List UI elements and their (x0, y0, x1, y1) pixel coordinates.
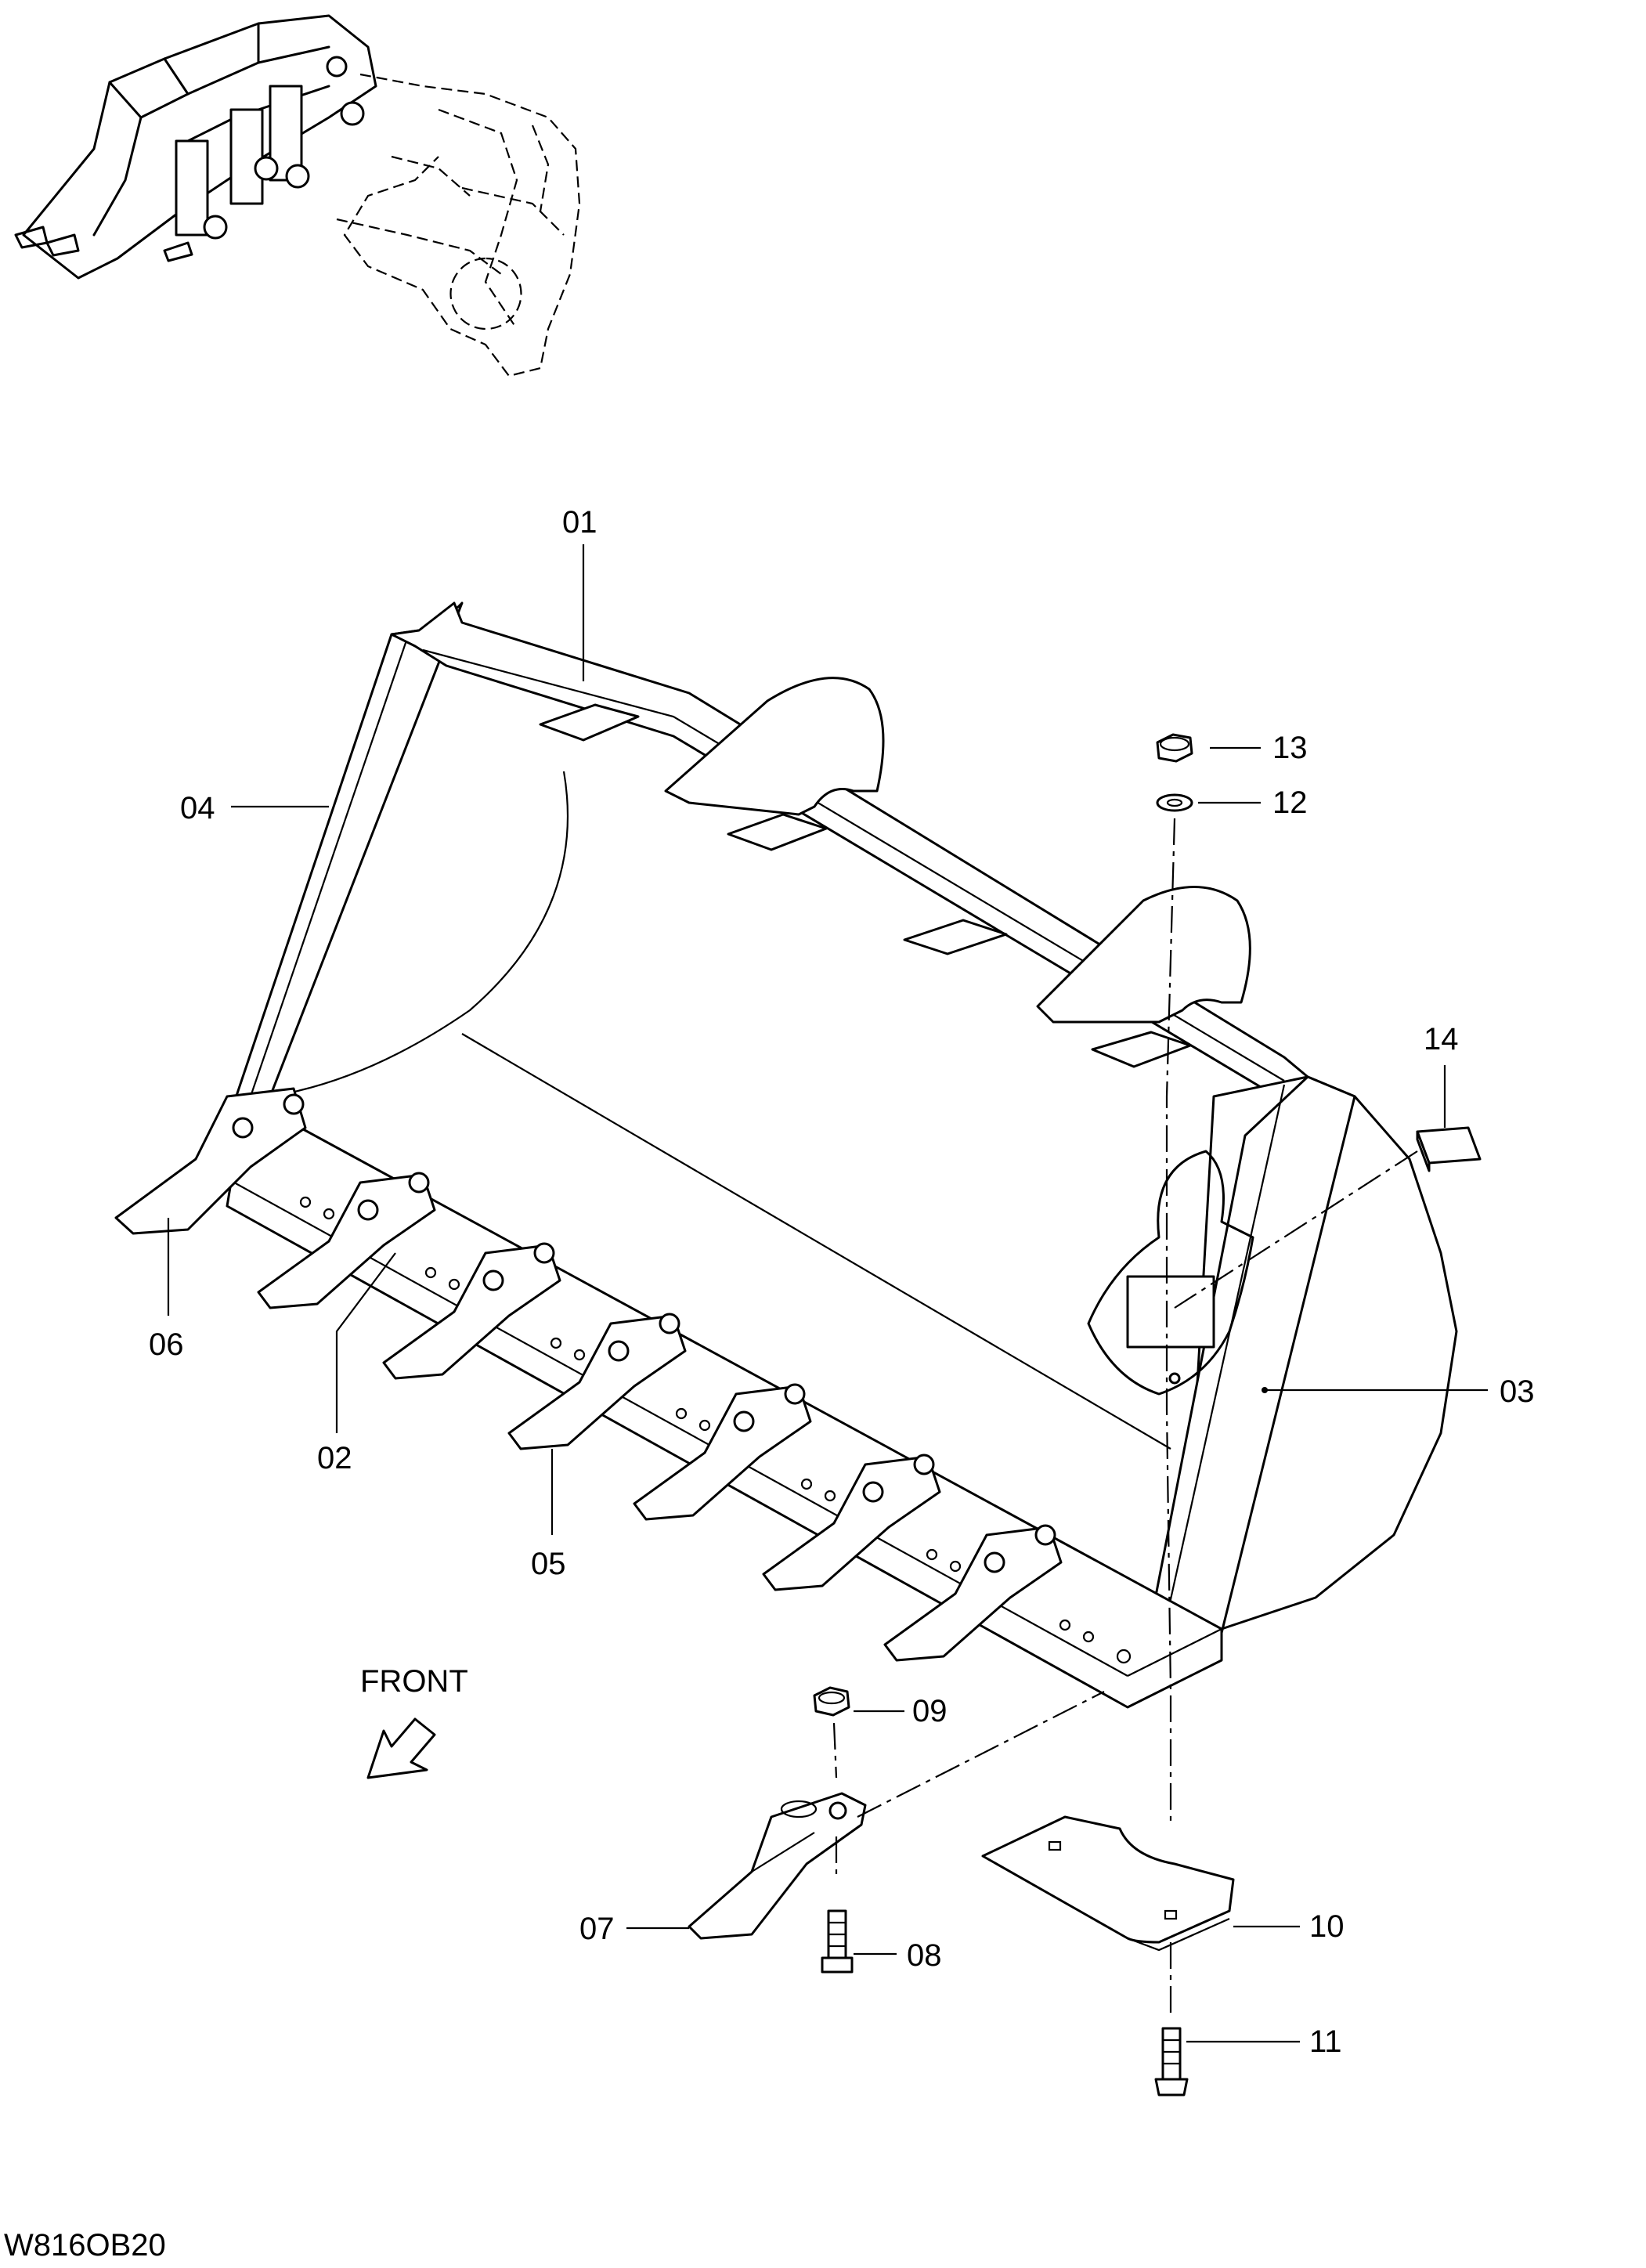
inset-overview (14, 14, 581, 377)
block-14 (1416, 1126, 1482, 1172)
callout-08: 08 (907, 1938, 942, 1973)
bolt-11 (1154, 2027, 1189, 2096)
nut-09 (813, 1686, 850, 1717)
callout-14: 14 (1424, 1022, 1459, 1056)
callout-07: 07 (579, 1912, 615, 1946)
callout-03-dot (1262, 1387, 1268, 1393)
callouts: 01 04 13 12 14 03 06 02 05 09 07 08 10 1… (149, 505, 1535, 2059)
callout-11: 11 (1309, 2024, 1342, 2059)
callout-09: 09 (912, 1694, 948, 1728)
callout-04: 04 (180, 791, 215, 825)
callout-01: 01 (562, 505, 597, 540)
bucket-assembly (114, 601, 1458, 1709)
nut-13 (1156, 733, 1193, 763)
callout-12: 12 (1272, 785, 1308, 820)
drawing-code: W816OB20 (4, 2228, 166, 2263)
callout-02: 02 (317, 1441, 352, 1475)
tooth-07 (688, 1792, 867, 1940)
callout-13: 13 (1272, 731, 1308, 765)
bolt-08 (821, 1909, 854, 1974)
callout-05: 05 (531, 1547, 566, 1581)
callout-03: 03 (1500, 1374, 1535, 1409)
bucket-teeth (114, 1087, 1063, 1662)
washer-12 (1156, 793, 1193, 812)
front-label: FRONT (360, 1664, 468, 1699)
callout-06: 06 (149, 1327, 184, 1362)
front-arrow-icon (366, 1717, 436, 1779)
wear-plate-10 (981, 1815, 1235, 1952)
callout-10: 10 (1309, 1909, 1345, 1944)
